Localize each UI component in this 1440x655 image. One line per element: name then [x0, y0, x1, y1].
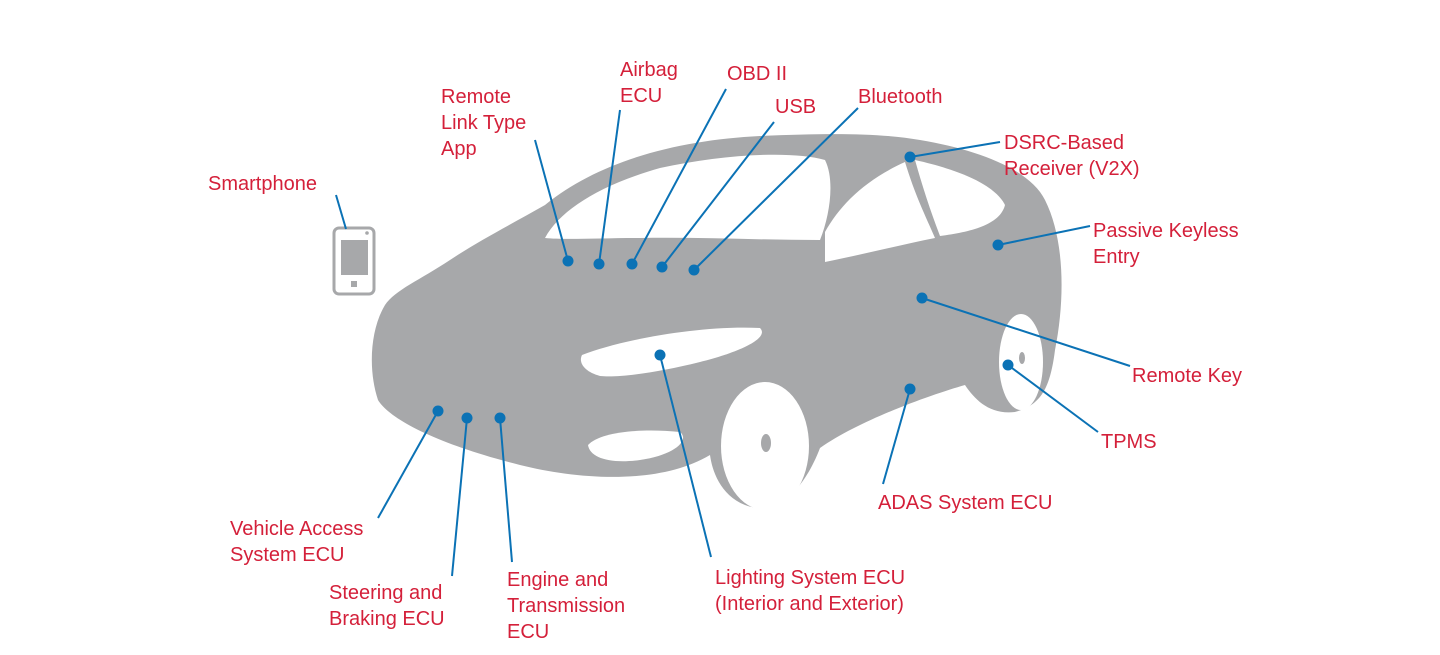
label-usb: USB — [775, 96, 817, 118]
point-bluetooth — [688, 264, 700, 276]
point-engine — [494, 412, 506, 424]
point-tpms — [1002, 359, 1014, 371]
label-remote-link-app: Remote Link Type App — [441, 86, 527, 160]
fog-light — [588, 430, 684, 462]
leader-vehicle-access — [377, 410, 439, 519]
point-airbag — [593, 258, 605, 270]
point-dsrc — [904, 151, 916, 163]
point-steering — [461, 412, 473, 424]
side-window-rear — [915, 160, 1005, 236]
leader-usb — [661, 121, 775, 268]
label-dsrc-receiver: DSRC-Based Receiver (V2X) — [1004, 132, 1140, 180]
smartphone-icon — [332, 226, 376, 296]
point-obd — [626, 258, 638, 270]
label-adas-ecu: ADAS System ECU — [878, 492, 1053, 514]
leader-steering — [451, 417, 468, 577]
label-vehicle-access-ecu: Vehicle Access System ECU — [230, 518, 364, 566]
rear-wheel-hub — [1019, 352, 1025, 364]
windshield — [545, 154, 831, 240]
label-steering-braking-ecu: Steering and Braking ECU — [329, 582, 445, 630]
car-bumper — [377, 328, 396, 347]
point-vehicle-access — [432, 405, 444, 417]
connection-points — [432, 151, 1014, 424]
point-passive-keyless — [992, 239, 1004, 251]
label-engine-transmission-ecu: Engine and Transmission ECU — [507, 569, 626, 643]
leader-adas — [882, 388, 911, 485]
leader-smartphone — [335, 194, 347, 230]
leader-bluetooth — [693, 107, 859, 271]
front-wheel-hub — [761, 434, 771, 452]
leader-obd — [631, 88, 727, 265]
point-remote-link — [562, 255, 574, 267]
label-passive-keyless-entry: Passive Keyless Entry — [1093, 220, 1239, 268]
label-obd-ii: OBD II — [727, 63, 788, 85]
label-airbag-ecu: Airbag ECU — [620, 59, 678, 107]
leader-airbag — [598, 109, 621, 265]
side-window-front — [825, 162, 935, 262]
leader-remote-link — [534, 139, 569, 262]
label-lighting-ecu: Lighting System ECU (Interior and Exteri… — [715, 567, 906, 615]
leader-remote-key — [921, 297, 1131, 367]
point-usb — [656, 261, 668, 273]
label-bluetooth: Bluetooth — [858, 86, 943, 108]
point-lighting — [654, 349, 666, 361]
point-adas — [904, 383, 916, 395]
leader-tpms — [1007, 364, 1099, 433]
headlight — [580, 327, 762, 377]
label-remote-key: Remote Key — [1132, 365, 1243, 387]
leader-engine — [499, 417, 513, 563]
leader-passive-keyless — [997, 225, 1091, 246]
point-remote-key — [916, 292, 928, 304]
leader-lighting — [659, 354, 712, 558]
leader-lines — [335, 88, 1131, 577]
label-tpms: TPMS — [1101, 431, 1157, 453]
label-smartphone: Smartphone — [208, 173, 317, 195]
leader-dsrc — [909, 141, 1001, 158]
